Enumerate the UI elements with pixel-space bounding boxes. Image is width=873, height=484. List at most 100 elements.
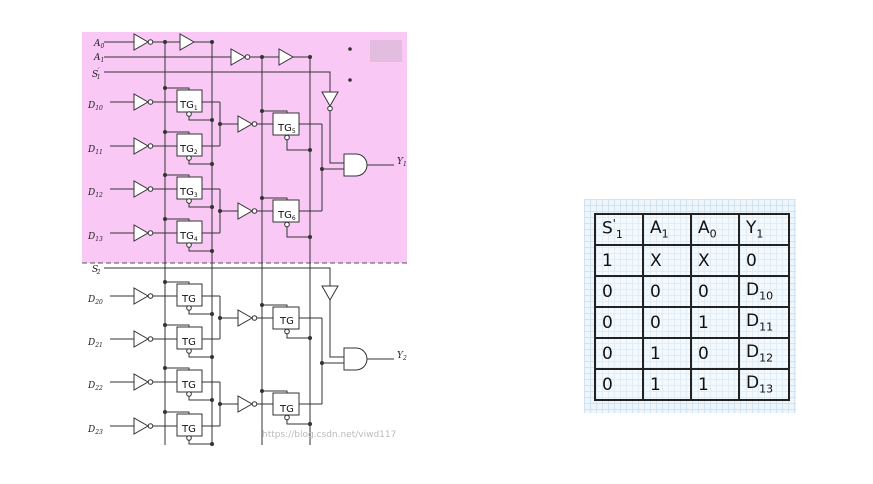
junction-dot — [163, 40, 167, 44]
label-a0: A0 — [93, 39, 105, 50]
cell-sub: 12 — [759, 351, 774, 365]
inverter-bubble — [327, 105, 333, 112]
inverter-bubble — [147, 293, 154, 299]
table-cell: 1 — [690, 368, 740, 401]
cell-sub: 1 — [615, 228, 623, 242]
inverter-bubble — [284, 134, 290, 141]
inverter-bubble — [284, 414, 290, 421]
and-gate-symbol — [343, 153, 368, 177]
wire — [165, 131, 190, 134]
cell-value: 0 — [650, 312, 661, 333]
junction-dot — [308, 148, 312, 152]
wire — [262, 304, 288, 307]
junction-dot — [320, 361, 324, 365]
table-cell: 0 — [594, 368, 644, 401]
cell-value: 0 — [698, 343, 709, 364]
junction-dot — [218, 209, 222, 213]
stray-dot — [348, 78, 352, 82]
junction-dot — [210, 205, 214, 209]
label-d23: D23 — [87, 425, 103, 436]
junction-dot — [163, 280, 167, 284]
inverter-bubble — [186, 435, 192, 441]
cell-value: 0 — [602, 374, 613, 395]
wire — [329, 111, 344, 164]
buffer-symbol — [278, 48, 295, 66]
wire — [165, 411, 190, 414]
inverter-bubble — [186, 348, 192, 354]
cell-value: X — [698, 250, 710, 271]
cell-value: 0 — [650, 281, 661, 302]
wire — [188, 353, 212, 358]
inverter-bubble — [186, 155, 192, 161]
junction-dot — [260, 196, 264, 200]
tg1-label: TG1 — [179, 100, 198, 112]
inverter-bubble — [186, 391, 192, 397]
inverter-symbol — [133, 287, 150, 305]
junction-dot — [163, 173, 167, 177]
junction-dot — [308, 55, 312, 59]
wire — [188, 310, 212, 315]
inverter-bubble — [186, 198, 192, 204]
tg-label: TG — [181, 380, 196, 391]
table-cell: X — [642, 244, 692, 277]
junction-dot — [308, 422, 312, 426]
watermark: https://blog.csdn.net/viwd117 — [262, 430, 396, 440]
inverter-bubble — [147, 143, 154, 149]
components — [133, 33, 368, 446]
tg-label: TG — [181, 337, 196, 348]
tg4-label: TG4 — [179, 231, 198, 243]
tg-label: TG — [181, 424, 196, 435]
junction-dot — [260, 303, 264, 307]
label-d13: D13 — [87, 232, 103, 243]
junction-dot — [218, 316, 222, 320]
label-d12: D12 — [87, 188, 103, 199]
inverter-symbol — [133, 417, 150, 435]
inverter-bubble — [284, 221, 290, 228]
wire — [165, 87, 190, 90]
junction-dot — [260, 55, 264, 59]
inverter-symbol — [133, 93, 150, 111]
table-cell: 1 — [642, 368, 692, 401]
junction-dot — [163, 323, 167, 327]
wire — [286, 334, 310, 339]
table-cell: 0 — [690, 275, 740, 308]
junction-dot — [210, 40, 214, 44]
label-a1: A1 — [93, 53, 104, 64]
upper-mux-highlight — [82, 32, 407, 263]
junction-dot — [308, 336, 312, 340]
wires — [104, 41, 394, 445]
cell-sub: 11 — [759, 320, 774, 334]
table-header-cell: S'1 — [594, 213, 644, 246]
inverter-symbol — [133, 180, 150, 198]
tg-label: TG — [181, 294, 196, 305]
junction-dot — [218, 402, 222, 406]
inverter-bubble — [147, 230, 154, 236]
cell-value: 0 — [746, 250, 757, 271]
tg2-label: TG2 — [179, 144, 198, 156]
and-gate-symbol — [343, 347, 368, 371]
wire — [286, 420, 310, 425]
table-cell: 0 — [642, 275, 692, 308]
junction-dot — [210, 312, 214, 316]
label-s2: S′2 — [92, 262, 101, 276]
junction-dot — [260, 109, 264, 113]
table-cell: 0 — [594, 306, 644, 339]
table-cell: 1 — [642, 337, 692, 370]
junction-dot — [163, 410, 167, 414]
label-d21: D21 — [87, 338, 103, 349]
table-cell: D12 — [738, 337, 790, 370]
table-cell: 1 — [594, 244, 644, 277]
label-y2: Y2 — [397, 351, 407, 362]
inverter-bubble — [244, 54, 251, 60]
junction-dot — [210, 249, 214, 253]
wire — [286, 227, 310, 238]
wire — [329, 300, 344, 358]
wire — [165, 367, 190, 370]
inverter-symbol — [237, 395, 254, 413]
inverter-bubble — [186, 111, 192, 117]
